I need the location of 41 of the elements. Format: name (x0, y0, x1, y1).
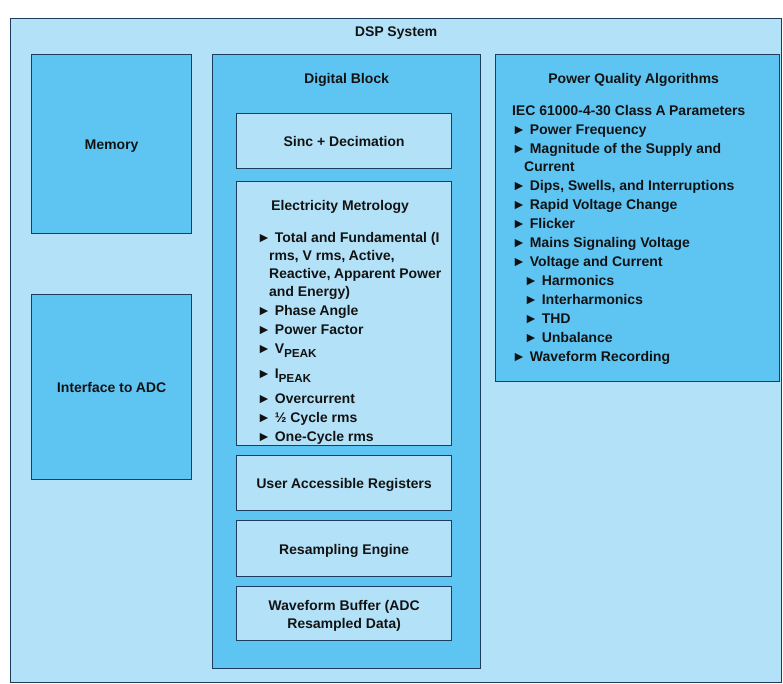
bullet-item: ► Interharmonics (524, 290, 644, 308)
bullet-item: ► Total and Fundamental (I rms, V rms, Active, Reactive, Apparent Power and Energy) (257, 228, 442, 300)
box-title: Digital Block (303, 69, 390, 87)
block-box (212, 54, 481, 669)
bullet-item: ► Phase Angle (257, 301, 360, 319)
box-title: Power Quality Algorithms (547, 69, 720, 87)
block-box (31, 54, 192, 234)
bullet-item: ► Power Factor (257, 320, 364, 338)
module-box (236, 520, 452, 577)
bullet-item: ► I$_{PEAK}$ (257, 364, 312, 387)
box-label: Interface to ADC (56, 378, 168, 396)
bullet-item: ► V$_{PEAK}$ (257, 339, 318, 362)
box-label: Memory (84, 135, 140, 153)
bullet-item: ► Flicker (512, 214, 576, 232)
box-label: Resampling Engine (278, 540, 410, 558)
box-label: Sinc + Decimation (282, 132, 406, 150)
box-label: Waveform Buffer (ADC Resampled Data) (267, 596, 421, 632)
bullet-item: ► Rapid Voltage Change (512, 195, 678, 213)
bullet-item: ► Overcurrent (257, 388, 356, 407)
bullet-item: ► Mains Signaling Voltage (512, 233, 691, 251)
bullet-item: ► THD (524, 309, 572, 327)
bullet-item: ► Magnitude of the Supply and Current (512, 139, 722, 175)
bullet-item: ► Harmonics (524, 271, 616, 289)
module-box (236, 455, 452, 511)
list-heading: IEC 61000-4-30 Class A Parameters (512, 101, 746, 119)
system-box (10, 18, 782, 683)
module-box (236, 181, 452, 446)
block-box (495, 54, 780, 382)
bullet-item: ► Unbalance (524, 328, 614, 346)
bullet-item: ► Voltage and Current (512, 252, 664, 270)
bullet-item: ► ½ Cycle rms (257, 408, 358, 426)
bullet-item: ► Waveform Recording (512, 347, 672, 365)
module-box (236, 586, 452, 641)
block-box (31, 294, 192, 480)
bullet-item: ► Power Frequency (512, 120, 648, 138)
box-title: DSP System (354, 22, 438, 40)
bullet-item: ► One-Cycle rms (257, 426, 375, 445)
bullet-item: ► Dips, Swells, and Interruptions (512, 176, 736, 194)
box-title: Electricity Metrology (270, 196, 410, 214)
module-box (236, 113, 452, 169)
box-label: User Accessible Registers (255, 474, 433, 492)
